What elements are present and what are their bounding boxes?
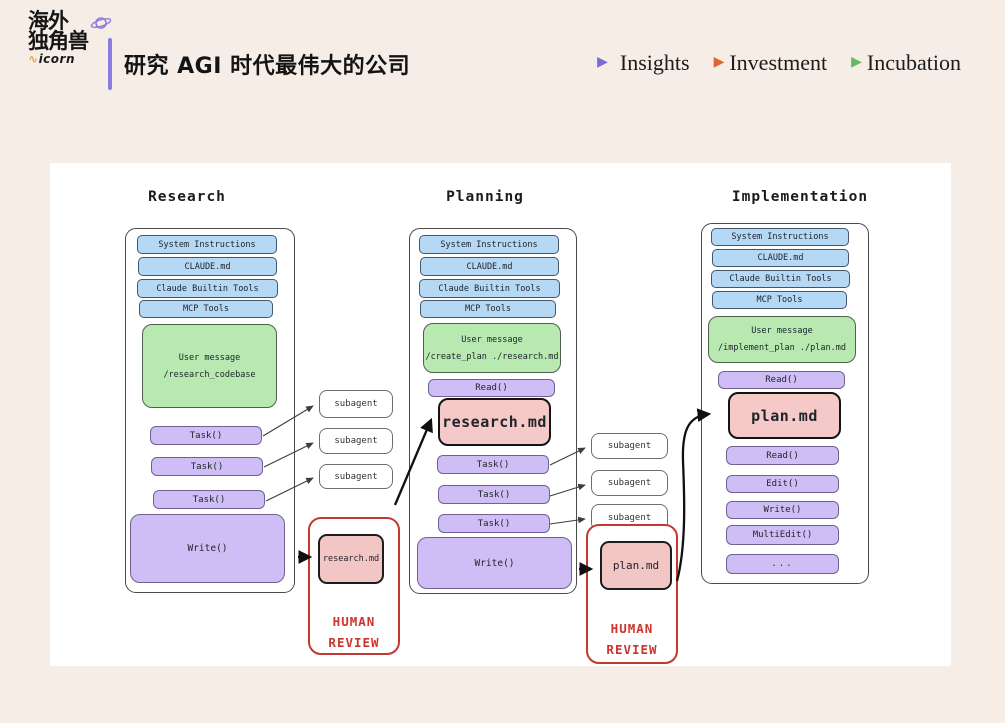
user-message-title: User message (461, 334, 523, 345)
task-box: Task() (438, 485, 550, 504)
write-box: Write() (130, 514, 285, 583)
read-box: Read() (718, 371, 845, 389)
context-box: CLAUDE.md (138, 257, 277, 276)
artifact-box-plan-md: plan.md (600, 541, 672, 590)
column-title-implementation: Implementation (731, 189, 869, 205)
logo-text-line1: 海外 (28, 9, 69, 33)
tool-box: Read() (726, 446, 839, 465)
user-message-title: User message (178, 352, 241, 363)
nav-item-insights[interactable]: ▶ Insights (597, 50, 689, 76)
tool-box: MultiEdit() (726, 525, 839, 545)
context-box: MCP Tools (139, 300, 273, 318)
user-message-box: User message /create_plan ./research.md (423, 323, 561, 373)
header-divider (108, 38, 112, 90)
nav-item-incubation[interactable]: ▶ Incubation (851, 50, 961, 76)
task-box: Task() (437, 455, 549, 474)
triangle-icon: ▶ (851, 55, 862, 70)
context-box: CLAUDE.md (712, 249, 849, 267)
subagent-box: subagent (591, 470, 668, 496)
task-box: Task() (150, 426, 262, 445)
column-title-research: Research (148, 189, 226, 205)
logo-brand-text: ∿icorn (28, 51, 75, 66)
task-box: Task() (151, 457, 263, 476)
subagent-box: subagent (319, 390, 393, 418)
human-review-label: HUMAN REVIEW (328, 614, 380, 651)
planet-icon (90, 17, 112, 29)
nav-item-investment[interactable]: ▶ Investment (714, 50, 828, 76)
user-message-command: /create_plan ./research.md (425, 351, 559, 362)
nav-label: Investment (729, 50, 828, 75)
context-box: MCP Tools (420, 300, 556, 318)
context-box: Claude Builtin Tools (711, 270, 850, 288)
user-message-command: /research_codebase (163, 369, 256, 380)
context-box: CLAUDE.md (420, 257, 559, 276)
task-box: Task() (438, 514, 550, 533)
user-message-box: User message /research_codebase (142, 324, 277, 408)
logo-squiggle: ∿ (28, 51, 39, 66)
read-box: Read() (428, 379, 555, 397)
human-review-frame-research: research.md HUMAN REVIEW (308, 517, 400, 655)
artifact-box-research-md: research.md (438, 398, 551, 446)
subagent-box: subagent (319, 428, 393, 454)
tool-box: ... (726, 554, 839, 574)
context-box: Claude Builtin Tools (137, 279, 278, 298)
logo-text-line2: 独角兽 (28, 28, 89, 53)
context-box: System Instructions (711, 228, 849, 246)
site-logo[interactable]: 海外 独角兽 ∿icorn (28, 9, 114, 100)
context-box: System Instructions (419, 235, 559, 254)
context-box: MCP Tools (712, 291, 847, 309)
column-title-planning: Planning (446, 189, 524, 205)
user-message-command: /implement_plan ./plan.md (718, 343, 846, 353)
nav-label: Incubation (866, 50, 961, 75)
human-review-label: HUMAN REVIEW (606, 621, 658, 658)
context-box: System Instructions (137, 235, 277, 254)
subagent-box: subagent (319, 464, 393, 489)
triangle-icon: ▶ (597, 55, 608, 70)
tool-box: Write() (726, 501, 839, 519)
write-box: Write() (417, 537, 572, 589)
artifact-box-research-md: research.md (318, 534, 384, 584)
context-box: Claude Builtin Tools (419, 279, 560, 298)
user-message-title: User message (751, 326, 813, 336)
header-nav: ▶ Insights ▶ Investment ▶ Incubation (597, 50, 961, 76)
page-title: 研究 AGI 时代最伟大的公司 (124, 54, 411, 79)
triangle-icon: ▶ (713, 55, 725, 70)
artifact-box-plan-md: plan.md (728, 392, 841, 439)
task-box: Task() (153, 490, 265, 509)
tool-box: Edit() (726, 475, 839, 493)
nav-label: Insights (619, 50, 690, 75)
human-review-frame-plan: plan.md HUMAN REVIEW (586, 524, 678, 664)
user-message-box: User message /implement_plan ./plan.md (708, 316, 856, 363)
subagent-box: subagent (591, 433, 668, 459)
diagram-panel: Research Planning Implementation System … (50, 163, 951, 666)
